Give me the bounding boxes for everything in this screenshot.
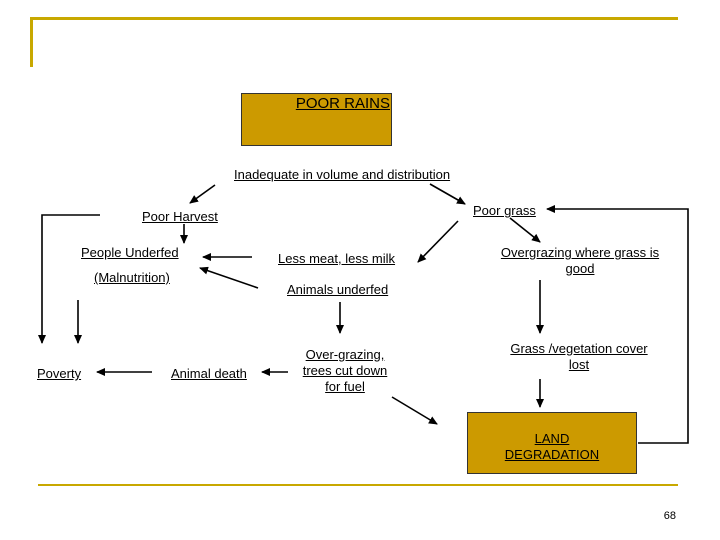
poor-grass-label: Poor grass (473, 203, 536, 218)
overgrazing-label: Overgrazing where grass is good (500, 245, 660, 276)
poor-harvest-label: Poor Harvest (142, 209, 218, 224)
animals-underfed-label: Animals underfed (287, 282, 389, 297)
grass-cover-lost-label: Grass /vegetation cover lost (510, 341, 648, 372)
animal-death-label: Animal death (171, 366, 247, 381)
arrow-rains-to-grass (429, 183, 466, 205)
land-degradation-label: LAND DEGRADATION (504, 431, 600, 462)
arrow-grass-to-overgrazing (509, 217, 541, 243)
less-meat-label: Less meat, less milk (278, 251, 396, 266)
arrow-harvest-loop-to-poverty (38, 214, 100, 344)
frame-top-line (30, 17, 678, 20)
arrow-grass-to-lessmeat (417, 220, 459, 263)
poverty-label: Poverty (37, 366, 82, 381)
frame-bottom-line (38, 484, 678, 486)
land-degradation-box (467, 412, 637, 474)
people-underfed-label: People Underfed (81, 245, 179, 260)
malnutrition-label: (Malnutrition) (94, 270, 170, 285)
poor-rains-box (241, 93, 392, 146)
arrow-land-loop-to-grass (546, 205, 689, 444)
poor-rains-label: POOR RAINS (295, 95, 390, 112)
page-number: 68 (663, 510, 676, 522)
frame-left-line (30, 17, 33, 67)
over-grazing-trees-label: Over-grazing, trees cut down for fuel (302, 347, 388, 394)
subtitle-label: Inadequate in volume and distribution (234, 167, 451, 182)
arrow-overgrazing-to-land (391, 396, 438, 425)
arrow-rains-to-harvest (189, 184, 216, 204)
arrow-animals-to-malnutrition (199, 266, 259, 289)
